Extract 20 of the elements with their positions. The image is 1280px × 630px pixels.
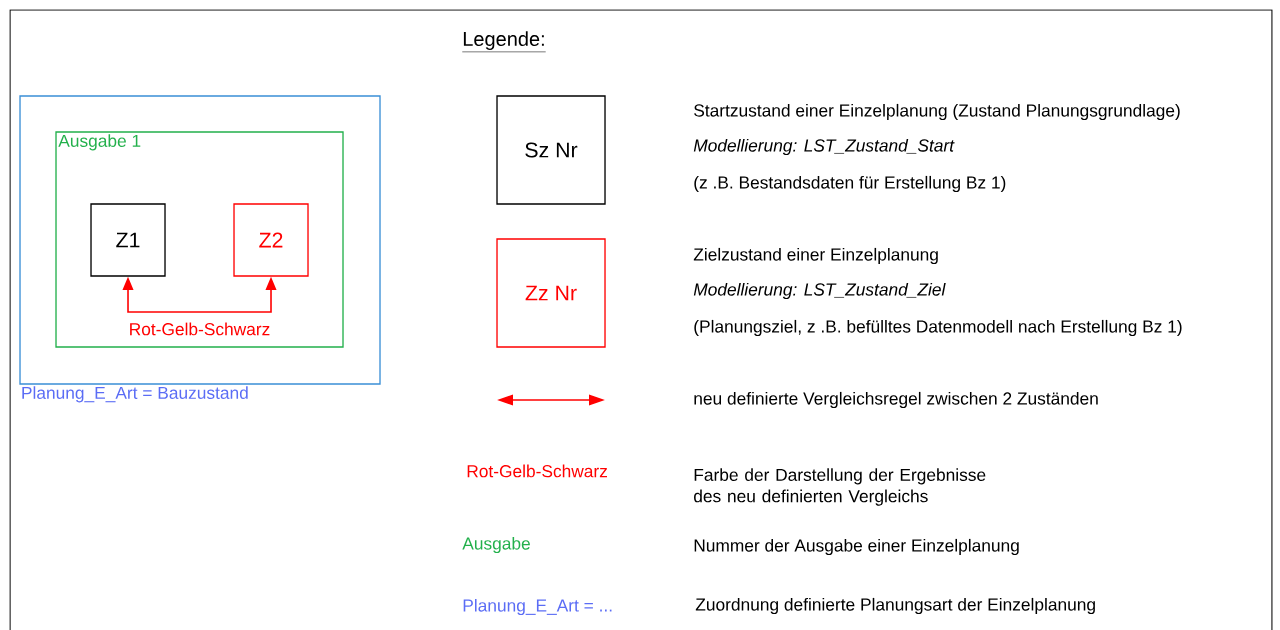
description-text: Farbe der Darstellung der Ergebnisse des neu definierten Vergleichs [694,468,986,506]
description-text: (z .B. Bestandsdaten für Erstellung Bz 1) [694,175,1006,193]
description-text: neu definierte Vergleichsregel zwischen 2 Zuständen [694,391,1098,409]
state-box: Zz Nr [496,238,606,348]
node-label: Planung_E_Art = Bauzustand [22,386,248,403]
description-text: Modellierung: LST_Zustand_Ziel [693,282,946,300]
state-box: Z2 [233,203,309,277]
description-text: Zuordnung definierte Planungsart der Einzelplanung [695,597,1095,615]
description-text: Nummer der Ausgabe einer Einzelplanung [694,538,1019,556]
state-box: Sz Nr [496,95,606,205]
planning-type-sample: Planung_E_Art = ... [463,598,612,616]
output-sample: Ausgabe [462,536,530,554]
description-text: Startzustand einer Einzelplanung (Zustand Planungsgrundlage) [694,103,1180,121]
edge-label: Rot-Gelb-Schwarz [127,321,272,337]
color-scheme-sample: Rot-Gelb-Schwarz [467,464,607,478]
state-box: Z1 [90,203,166,277]
description-text: (Planungsziel, z .B. befülltes Datenmodell nach Erstellung Bz 1) [694,319,1182,337]
description-text: Modellierung: LST_Zustand_Start [693,138,955,156]
description-text: Zielzustand einer Einzelplanung [693,247,938,265]
legend-heading: Legende: [462,31,546,53]
